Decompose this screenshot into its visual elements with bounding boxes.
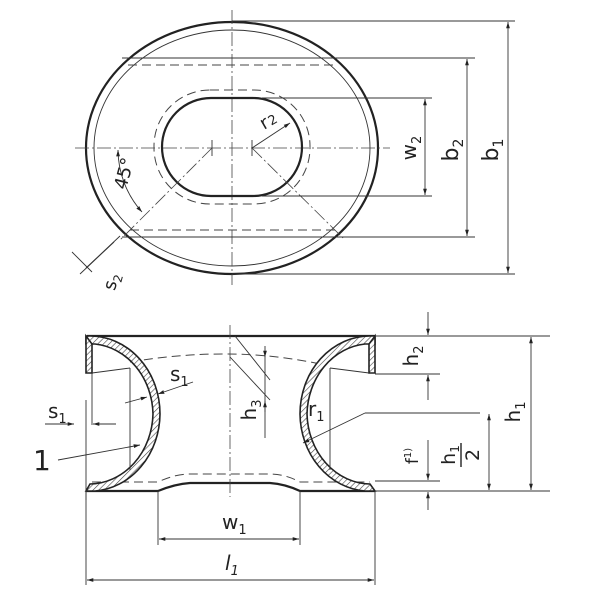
label-b2: b2 — [439, 139, 467, 162]
svg-text:2: 2 — [462, 449, 484, 461]
label-w1: w1 — [222, 510, 247, 538]
label-item-1: 1 — [33, 444, 51, 477]
label-f: f1) — [403, 448, 423, 464]
label-w2: w2 — [397, 136, 425, 161]
label-l1: l1 — [225, 551, 239, 579]
label-h3: h3 — [237, 400, 265, 421]
left-shell — [84, 335, 161, 492]
inner-opening — [160, 96, 304, 198]
right-shell — [299, 335, 377, 492]
label-r1: r1 — [308, 397, 325, 425]
label-h1-half: h1 2 — [438, 443, 484, 467]
label-r2: r2 — [256, 108, 281, 135]
label-s2: s2 — [99, 271, 126, 293]
label-h1: h1 — [501, 402, 529, 423]
label-s1-left: s1 — [48, 399, 67, 427]
label-h2: h2 — [399, 346, 427, 367]
base-profile — [86, 481, 375, 493]
label-b1: b1 — [479, 139, 507, 162]
top-view: b1 b2 w2 r2 45° s2 — [71, 10, 515, 293]
label-s1-inner: s1 — [170, 362, 189, 390]
side-view: s1 s1 1 r1 h3 h2 f1) h1 2 h1 w1 l1 — [33, 312, 550, 585]
label-angle-45: 45° — [110, 155, 139, 191]
svg-text:h1: h1 — [438, 445, 462, 465]
